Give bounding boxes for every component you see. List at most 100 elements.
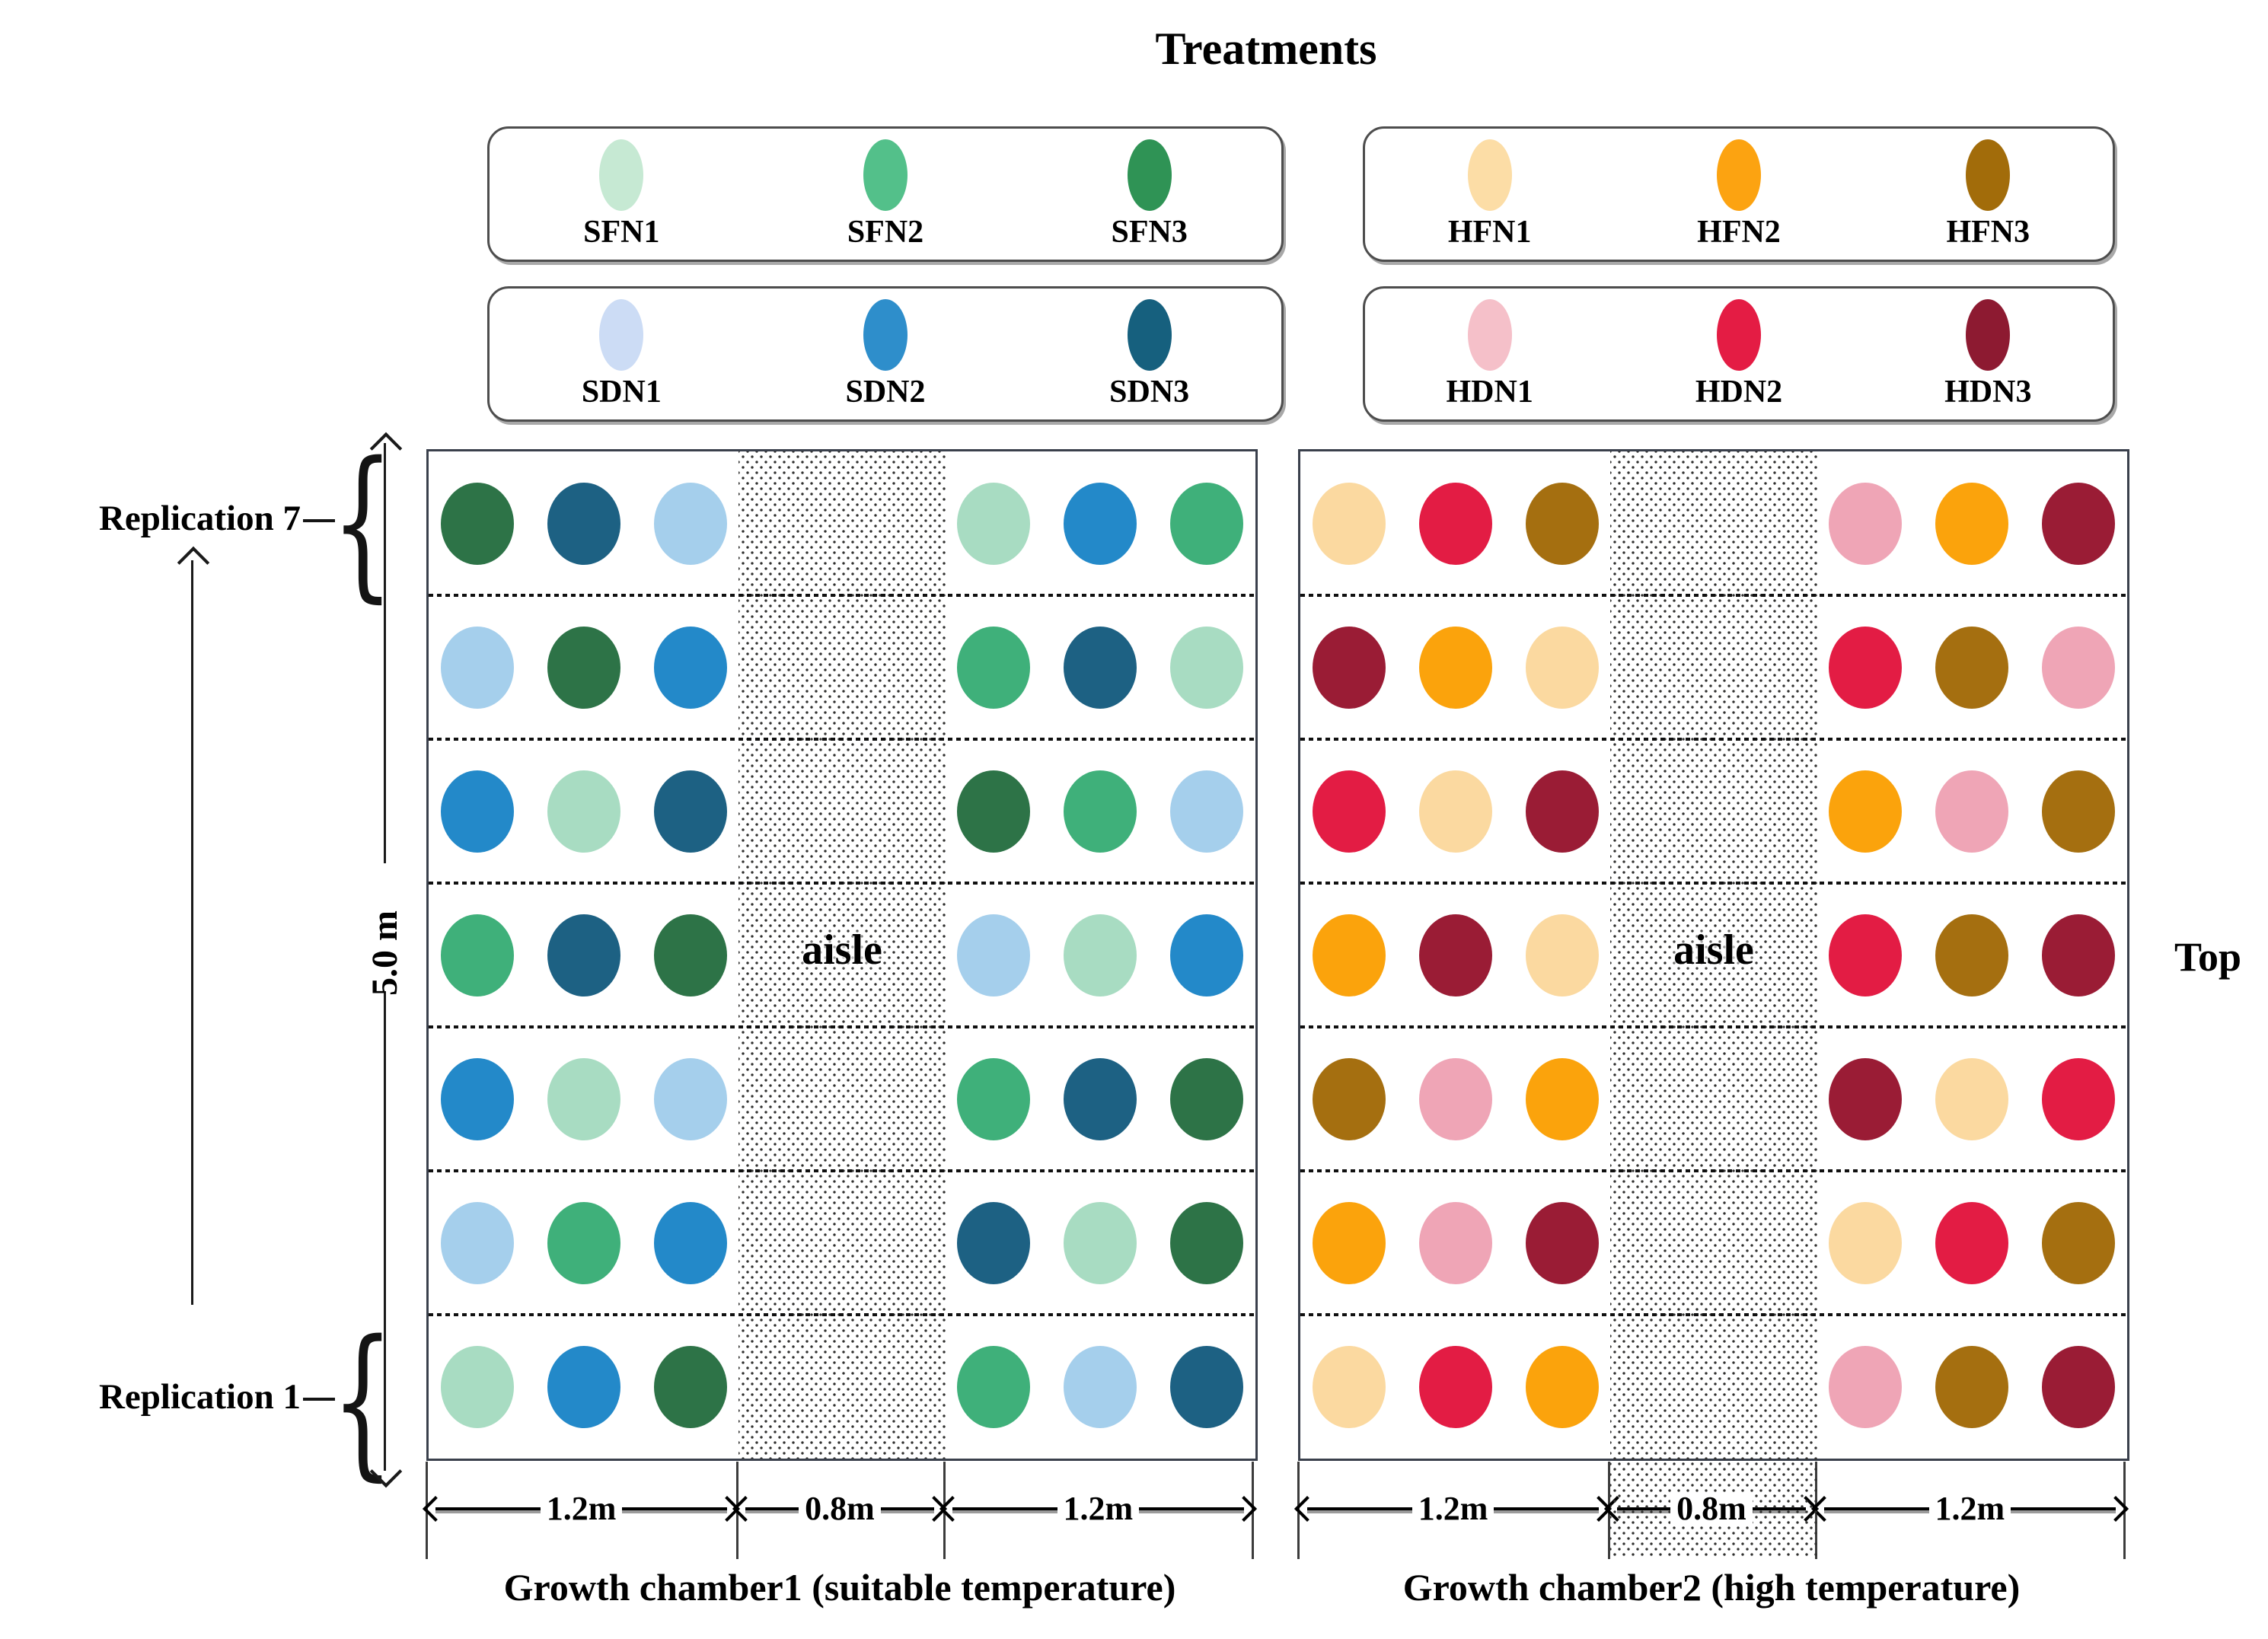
plot-dot-HDN2 [1829,626,1903,709]
plot-dot-HFN1 [1525,914,1599,996]
plot-dot-SDN3 [1064,1057,1137,1140]
brace-replication-1: { [331,1305,394,1496]
treatment-label-SFN3: SFN3 [1111,215,1188,250]
legend-item-HDN2: HDN2 [1614,299,1863,409]
plot-dot-HDN1 [1418,1057,1492,1140]
row-separator [429,594,1255,597]
treatment-label-SDN1: SDN1 [581,375,662,410]
arrow-left-icon [732,1496,759,1522]
dimension-segment: 1.2m [1810,1492,2129,1526]
plot-dot-HFN3 [1935,914,2009,996]
plot-dot-SFN1 [547,770,620,853]
brace-replication-7: { [331,426,394,617]
plot-dot-HFN1 [1418,770,1492,853]
dimension-label: 1.2m [1057,1492,1140,1526]
dimension-label: 0.8m [1670,1492,1753,1526]
row-separator [1300,882,2127,885]
row-separator [1300,1169,2127,1172]
dimension-line: 1.2m 0.8m 1.2m [1294,1492,2129,1526]
plot-trio-left [429,1345,738,1428]
treatment-swatch-SDN2 [863,299,908,371]
dimension-segment: 0.8m [1604,1492,1819,1526]
plot-dot-HFN1 [1312,1345,1386,1428]
height-dimension-label: 5.0 m [365,910,405,996]
treatment-label-SFN2: SFN2 [847,215,924,250]
dimension-tick [2123,1462,2126,1559]
treatment-swatch-SDN1 [599,299,644,371]
plot-dot-SDN1 [440,1201,514,1284]
dimension-label: 1.2m [540,1492,623,1526]
treatment-swatch-SDN3 [1127,299,1172,371]
plot-dot-SFN3 [1170,1057,1244,1140]
legend-item-HFN3: HFN3 [1864,139,2113,249]
replication-order-arrow [191,560,193,1305]
row-separator [1300,1025,2127,1028]
height-arrow-upper [384,443,386,863]
legend-item-SDN1: SDN1 [490,299,754,409]
legend-item-HDN1: HDN1 [1365,299,1614,409]
plot-trio-right [1817,626,2127,709]
plot-dot-HDN3 [1829,1057,1903,1140]
plot-trio-left [429,770,738,853]
legend-item-SFN1: SFN1 [490,139,754,249]
plot-dot-HDN3 [1525,770,1599,853]
plot-trio-right [1817,482,2127,565]
plot-dot-SFN2 [957,1345,1031,1428]
replication-row-5 [1300,739,2127,883]
treatment-label-HFN1: HFN1 [1447,215,1532,250]
plot-dot-HDN3 [2042,914,2116,996]
chamber-2-caption: Growth chamber2 (high temperature) [1402,1566,2021,1609]
row-separator [429,882,1255,885]
plot-dot-SDN1 [1170,770,1244,853]
plot-dot-SDN2 [653,1201,727,1284]
plot-dot-SDN1 [653,482,727,565]
plot-trio-left [1300,1057,1610,1140]
treatment-swatch-HDN1 [1467,299,1512,371]
plot-trio-right [1817,914,2127,996]
legend-item-HFN2: HFN2 [1614,139,1863,249]
arrow-right-icon [2103,1496,2129,1522]
label-connector [303,1398,335,1401]
treatment-label-SDN3: SDN3 [1109,375,1190,410]
dimension-segment: 1.2m [423,1492,741,1526]
treatment-swatch-HFN2 [1716,139,1761,211]
legend-item-SFN2: SFN2 [754,139,1018,249]
legend-item-SDN3: SDN3 [1017,299,1281,409]
plot-dot-SDN2 [1170,914,1244,996]
plot-dot-SFN1 [1064,1201,1137,1284]
plot-dot-HFN1 [1935,1057,2009,1140]
plot-dot-HDN3 [1312,626,1386,709]
height-arrow-lower [384,991,386,1471]
plot-dot-HDN1 [1935,770,2009,853]
plot-dot-HDN3 [1525,1201,1599,1284]
replication-row-1 [429,1315,1255,1459]
plot-trio-right [946,1345,1255,1428]
plot-dot-HDN3 [2042,1345,2116,1428]
plot-dot-SDN3 [1170,1345,1244,1428]
plot-dot-SFN1 [957,482,1031,565]
plot-dot-SDN1 [957,914,1031,996]
plot-dot-HDN1 [1418,1201,1492,1284]
replication-row-6 [1300,595,2127,739]
plot-dot-HFN2 [1829,770,1903,853]
plot-dot-HDN2 [1418,482,1492,565]
replication-row-1 [1300,1315,2127,1459]
arrow-left-icon [423,1496,448,1522]
row-separator [429,1169,1255,1172]
plot-dot-SFN2 [1170,482,1244,565]
replication-row-4 [1300,883,2127,1027]
plot-trio-right [946,1201,1255,1284]
plot-dot-SFN2 [440,914,514,996]
plot-dot-SFN1 [1170,626,1244,709]
dimension-label: 0.8m [799,1492,881,1526]
plot-dot-SDN2 [653,626,727,709]
treatment-swatch-SFN2 [863,139,908,211]
plot-dot-HFN2 [1525,1057,1599,1140]
figure-title: Treatments [1155,24,1377,74]
dimension-bar-chamber-2: 1.2m 0.8m 1.2m [1294,1462,2129,1561]
legend-item-HFN1: HFN1 [1365,139,1614,249]
plot-trio-right [946,914,1255,996]
